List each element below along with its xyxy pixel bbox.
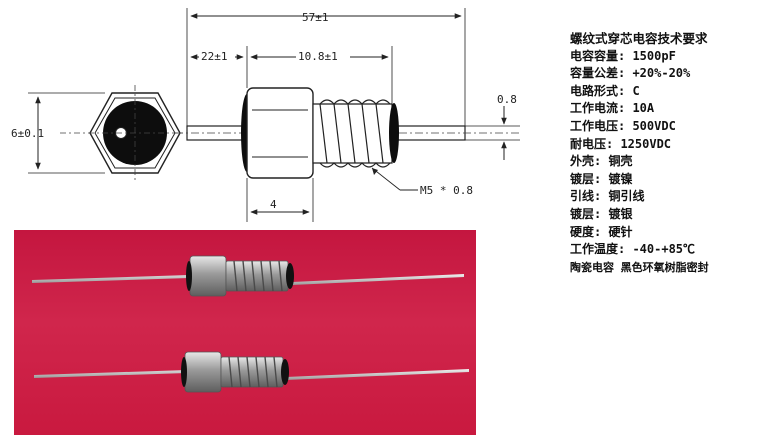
- spec-line: 镀层: 镀镍: [570, 171, 633, 186]
- spec-line: 容量公差: +20%-20%: [570, 66, 691, 81]
- spec-line: 镀层: 镀银: [570, 206, 633, 221]
- hex-body: [246, 87, 314, 179]
- epoxy-seal-right: [389, 103, 399, 163]
- side-view: 57±1 22±1 10.8±1 4 0.8 M5 * 0.8: [175, 8, 520, 222]
- product-photo-illustration: [32, 255, 469, 393]
- hex-diameter-label: 6±0.1: [11, 127, 44, 140]
- capacitor-bottom: [34, 351, 469, 393]
- thread: [312, 99, 393, 168]
- total-length-label: 57±1: [302, 11, 329, 24]
- spec-line: 外壳: 铜壳: [570, 154, 633, 169]
- spec-title: 螺纹式穿芯电容技术要求: [570, 31, 708, 46]
- body-length-label: 10.8±1: [298, 50, 338, 63]
- spec-line: 工作电压: 500VDC: [570, 118, 676, 133]
- spec-line: 工作温度: -40-+85℃: [570, 242, 696, 257]
- spec-line: 工作电流: 10A: [570, 101, 655, 116]
- lead-length-label: 22±1: [201, 50, 228, 63]
- spec-line: 硬度: 硬针: [570, 224, 633, 239]
- end-view: 6±0.1: [11, 85, 200, 180]
- thread-spec-label: M5 * 0.8: [420, 184, 473, 197]
- hex-width-label: 4: [270, 198, 277, 211]
- spec-line: 引线: 铜引线: [570, 189, 645, 204]
- spec-line: 耐电压: 1250VDC: [570, 136, 672, 151]
- spec-list: 螺纹式穿芯电容技术要求 电容容量: 1500pF 容量公差: +20%-20% …: [570, 30, 755, 276]
- product-photo: [14, 230, 476, 435]
- spec-footer: 陶瓷电容 黑色环氧树脂密封: [570, 260, 709, 274]
- capacitor-top: [32, 255, 464, 297]
- pin-diameter-label: 0.8: [497, 93, 517, 106]
- spec-line: 电路形式: C: [570, 83, 640, 98]
- spec-line: 电容容量: 1500pF: [570, 48, 676, 63]
